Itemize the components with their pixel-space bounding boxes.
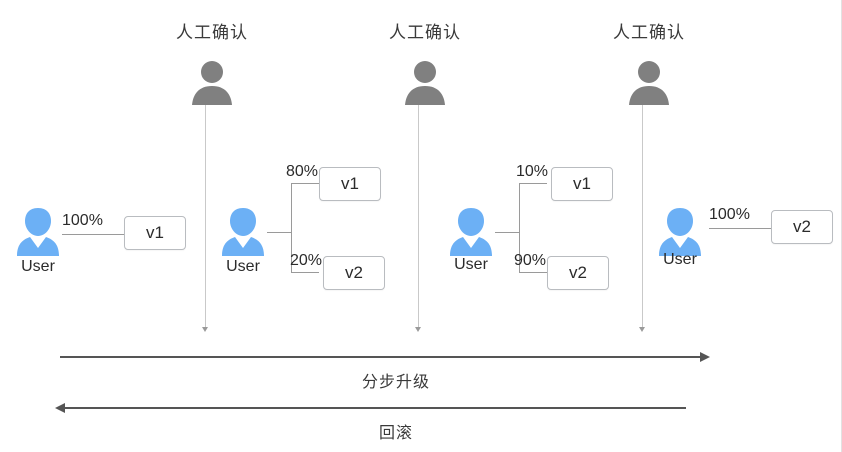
rollback-arrow-head-icon	[55, 403, 65, 413]
connector-stub-1-1	[118, 234, 126, 235]
stage-divider-line-3	[418, 105, 419, 327]
version-box-1-1[interactable]: v1	[124, 216, 186, 250]
rollback-arrow-bar	[65, 407, 686, 409]
version-box-2-1[interactable]: v1	[319, 167, 381, 201]
connector-stub-4-1	[765, 228, 773, 229]
user-icon-3	[450, 208, 492, 256]
user-label-4: User	[663, 251, 697, 268]
percent-label-3-2: 90%	[514, 252, 547, 269]
manual-confirm-icon-2	[192, 61, 232, 105]
manual-confirm-label-3: 人工确认	[389, 23, 461, 42]
user-icon-1	[17, 208, 59, 256]
stage-divider-arrow-3	[415, 327, 421, 332]
user-label-2: User	[226, 258, 260, 275]
user-label-3: User	[454, 256, 488, 273]
stage-divider-line-2	[205, 105, 206, 327]
stage-divider-arrow-2	[202, 327, 208, 332]
percent-label-2-1: 80%	[286, 163, 319, 180]
manual-confirm-icon-4	[629, 61, 669, 105]
stage-divider-arrow-4	[639, 327, 645, 332]
branch-stem-3	[495, 232, 519, 233]
version-box-3-1[interactable]: v1	[551, 167, 613, 201]
branch-stem-2	[267, 232, 291, 233]
branch-arm-3-2	[519, 272, 547, 273]
branch-spine-2	[291, 183, 292, 273]
percent-label-2-2: 20%	[290, 252, 323, 269]
upgrade-label: 分步升级	[361, 374, 430, 391]
manual-confirm-gate-3: 人工确认	[385, 18, 465, 43]
percent-label-1-1: 100%	[62, 212, 103, 229]
percent-label-3-1: 10%	[516, 163, 549, 180]
manual-confirm-gate-2: 人工确认	[172, 18, 252, 43]
version-box-2-2[interactable]: v2	[323, 256, 385, 290]
manual-confirm-gate-4: 人工确认	[609, 18, 689, 43]
manual-confirm-icon-3	[405, 61, 445, 105]
upgrade-arrow-bar	[60, 356, 702, 358]
version-box-3-2[interactable]: v2	[547, 256, 609, 290]
connector-line-4-1	[709, 228, 767, 229]
percent-label-4-1: 100%	[709, 206, 750, 223]
user-icon-4	[659, 208, 701, 256]
rollback-label: 回滚	[378, 425, 413, 442]
branch-arm-2-2	[291, 272, 319, 273]
upgrade-arrow-head-icon	[700, 352, 710, 362]
branch-spine-3	[519, 183, 520, 273]
branch-arm-2-1	[291, 183, 319, 184]
manual-confirm-label-2: 人工确认	[176, 23, 248, 42]
branch-arm-3-1	[519, 183, 547, 184]
manual-confirm-label-4: 人工确认	[613, 23, 685, 42]
connector-line-1-1	[62, 234, 120, 235]
stage-divider-line-4	[642, 105, 643, 327]
user-label-1: User	[21, 258, 55, 275]
version-box-4-1[interactable]: v2	[771, 210, 833, 244]
user-icon-2	[222, 208, 264, 256]
